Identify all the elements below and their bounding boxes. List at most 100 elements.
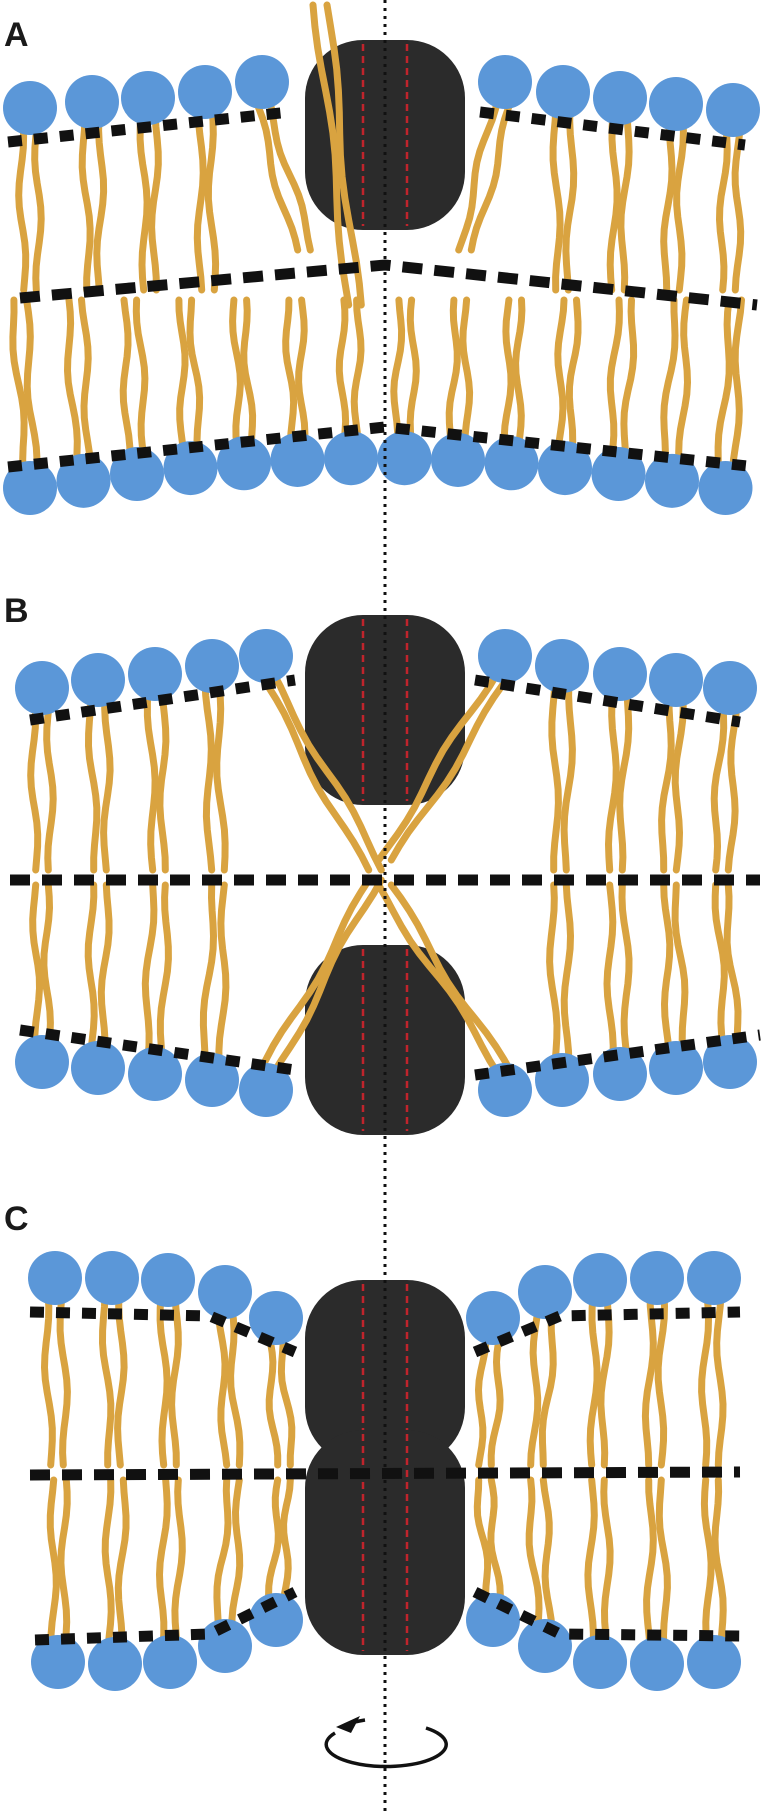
lipid-tail [156, 881, 172, 1062]
lipid-headgroup [535, 639, 589, 693]
lipid-tail [214, 1304, 231, 1469]
protein-c-lower [305, 1430, 465, 1655]
lipid-tail [335, 296, 350, 446]
lipid-tail [527, 1304, 542, 1469]
lipid-tail [710, 700, 728, 874]
lipid-tail [148, 110, 162, 294]
lipid-tail [711, 881, 728, 1050]
midplane-line-a [19, 259, 758, 311]
lipid-headgroup [185, 1053, 239, 1107]
lipid-headgroup [478, 1063, 532, 1117]
lipid-tail [199, 881, 218, 1068]
lipid-headgroup [478, 629, 532, 683]
lipid-headgroup [249, 1593, 303, 1647]
lipid-tail [227, 1304, 244, 1469]
lipid-tail [171, 1476, 186, 1650]
lipid-headgroup [163, 441, 218, 496]
lipid-tail [455, 94, 502, 254]
lipid-tail [204, 104, 220, 294]
lipid-tail [729, 296, 745, 476]
lipid-headgroup [121, 71, 175, 125]
lipid-tail [673, 116, 687, 294]
lipid-tail [390, 296, 406, 446]
lipid-headgroup [110, 447, 164, 502]
lipid-headgroup [478, 55, 532, 109]
lipid-headgroup [687, 1635, 741, 1689]
lipid-tail [671, 692, 687, 874]
lipid-tail [168, 1292, 182, 1469]
lipid-headgroup [28, 1251, 82, 1305]
lipid-tail [546, 881, 561, 1068]
lipid-tail [597, 1292, 613, 1469]
lipid-tail [175, 296, 189, 456]
lipid-headgroup [536, 65, 590, 119]
lipid-headgroup [687, 1251, 741, 1305]
lipid-headgroup [71, 1041, 125, 1095]
lipid-headgroup [217, 436, 271, 491]
panel-c [28, 1251, 741, 1691]
lipid-headgroup [698, 461, 753, 515]
lipid-tail [215, 881, 230, 1068]
lipid-tail [445, 296, 461, 448]
rotation-arrow-icon [324, 1716, 448, 1769]
lower-glycerol-line-left-c [34, 1587, 298, 1646]
lipid-headgroup [649, 653, 703, 707]
lipid-headgroup [466, 1291, 520, 1345]
lipid-tail [228, 1476, 244, 1634]
panel-a [3, 1, 760, 515]
lipid-tail [387, 668, 516, 864]
lipid-headgroup [518, 1265, 572, 1319]
lipid-tail [467, 94, 516, 254]
lipid-headgroup [649, 1041, 703, 1095]
lipid-tail [323, 1, 365, 309]
lipid-tail [40, 1290, 56, 1469]
lipid-headgroup [85, 1251, 139, 1305]
lipid-tail [265, 1330, 282, 1469]
lipid-headgroup [235, 55, 289, 109]
lipid-tail [136, 110, 151, 294]
lipid-tail [141, 881, 158, 1062]
lipid-tail [675, 296, 692, 469]
lipid-headgroup [573, 1635, 627, 1689]
protein-c-upper [305, 1280, 465, 1465]
lipid-tail [193, 104, 207, 294]
lipid-tail [143, 686, 159, 874]
lipid-tail [660, 116, 676, 294]
lipid-headgroup [128, 1047, 182, 1101]
lipid-tail [63, 296, 81, 469]
lipid-tail [658, 692, 675, 874]
upper-glycerol-line-right-c [472, 1306, 741, 1358]
lipid-tail [603, 881, 617, 1062]
lipid-headgroup [31, 1635, 85, 1689]
lipid-tail [213, 678, 229, 874]
lipid-tail [119, 296, 134, 462]
lipid-tail [98, 1290, 115, 1469]
lipid-tail [114, 1476, 130, 1652]
lipid-tail [375, 668, 502, 864]
upper-glycerol-line-left [7, 106, 291, 148]
lipid-headgroup [141, 1253, 195, 1307]
lipid-tail [584, 1476, 598, 1650]
lipid-tail [500, 296, 515, 451]
lipid-tail [56, 1290, 71, 1469]
lipid-tail [114, 1290, 128, 1469]
lipid-tail [255, 668, 373, 874]
lower-glycerol-line-right-b [474, 1029, 761, 1081]
lipid-headgroup [538, 441, 592, 496]
lipid-tail [600, 1476, 614, 1650]
lipid-headgroup [703, 661, 757, 715]
lipid-headgroup [645, 453, 699, 508]
lipid-tail [229, 296, 244, 451]
lipid-tail [641, 1290, 657, 1469]
lower-glycerol-line-right-c [472, 1587, 741, 1642]
lipid-headgroup [198, 1619, 252, 1673]
lipid-tail [654, 1290, 669, 1469]
lipid-headgroup [3, 461, 57, 515]
lipid-headgroup [65, 75, 119, 129]
lipid-tail [15, 120, 30, 294]
lipid-headgroup [71, 653, 125, 707]
lipid-tail [660, 296, 679, 469]
lipid-tail [265, 94, 314, 254]
lipid-tail [155, 1476, 171, 1650]
